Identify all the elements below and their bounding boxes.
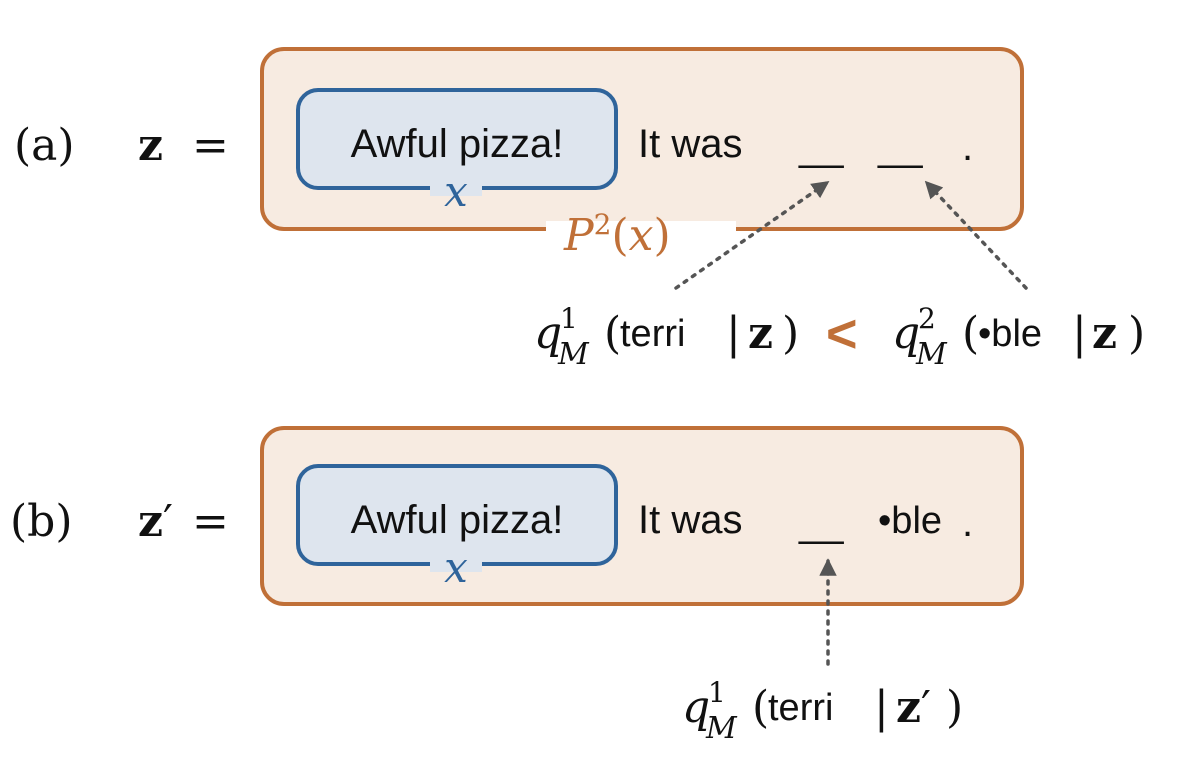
q-b-sub: M [705, 711, 738, 746]
panel-b-equals: = [192, 496, 229, 547]
pattern-label-gap [546, 221, 736, 237]
template-text-b: It was [638, 498, 742, 542]
equation-a: q 1 M ( terri | z ) < q 2 M ( •ble | z ) [534, 302, 1145, 372]
panel-b-label: (b) [10, 496, 73, 547]
input-var-gap-b [430, 556, 482, 572]
pattern-label: P2(x) [563, 208, 671, 262]
token-b: •ble [878, 500, 942, 542]
q-left: q [534, 308, 562, 359]
q-b-cond: z′ [896, 682, 931, 733]
panel-a-equals: = [192, 120, 229, 171]
q-left-sup: 1 [560, 302, 578, 335]
input-var-gap-a [430, 180, 482, 196]
q-right-open: ( [962, 308, 979, 359]
input-var-label-a: x [444, 167, 468, 216]
panel-b-var: z′ [138, 496, 173, 547]
q-b-token: terri [768, 687, 833, 729]
input-text-a: Awful pizza! [351, 122, 564, 166]
q-right-token: •ble [978, 313, 1042, 355]
q-right-bar: | [1072, 308, 1087, 359]
q-right-sub: M [915, 337, 948, 372]
q-left-token: terri [620, 313, 685, 355]
panel-a: (a) z = Awful pizza! x It was __ __ . P2… [14, 47, 1145, 372]
blank-1-a: __ [798, 125, 844, 169]
panel-b: (b) z′ = Awful pizza! x It was __ •ble .… [10, 426, 1024, 746]
q-b-sup: 1 [708, 676, 726, 709]
q-right: q [892, 308, 920, 359]
less-than: < [826, 304, 858, 364]
q-left-cond: z [748, 308, 773, 359]
arrow-to-blank-2 [924, 180, 1028, 290]
q-right-sup: 2 [918, 302, 936, 335]
arrow-to-blank-1 [674, 180, 830, 290]
q-right-close: ) [1128, 308, 1145, 359]
q-left-bar: | [726, 308, 741, 359]
template-text-a: It was [638, 122, 742, 166]
q-b: q [682, 682, 710, 733]
panel-a-label: (a) [14, 120, 75, 171]
input-text-b: Awful pizza! [351, 498, 564, 542]
q-left-sub: M [557, 337, 590, 372]
q-left-open: ( [604, 308, 621, 359]
q-b-open: ( [752, 682, 769, 733]
equation-b: q 1 M ( terri | z′ ) [682, 676, 963, 746]
blank-2-a: __ [877, 125, 923, 169]
blank-b: __ [798, 501, 844, 545]
input-var-label-b: x [444, 543, 468, 592]
panel-a-var: z [138, 120, 163, 171]
period-b: . [962, 501, 973, 545]
period-a: . [962, 125, 973, 169]
q-b-bar: | [874, 682, 889, 733]
q-right-cond: z [1092, 308, 1117, 359]
q-b-close: ) [946, 682, 963, 733]
q-left-close: ) [782, 308, 799, 359]
